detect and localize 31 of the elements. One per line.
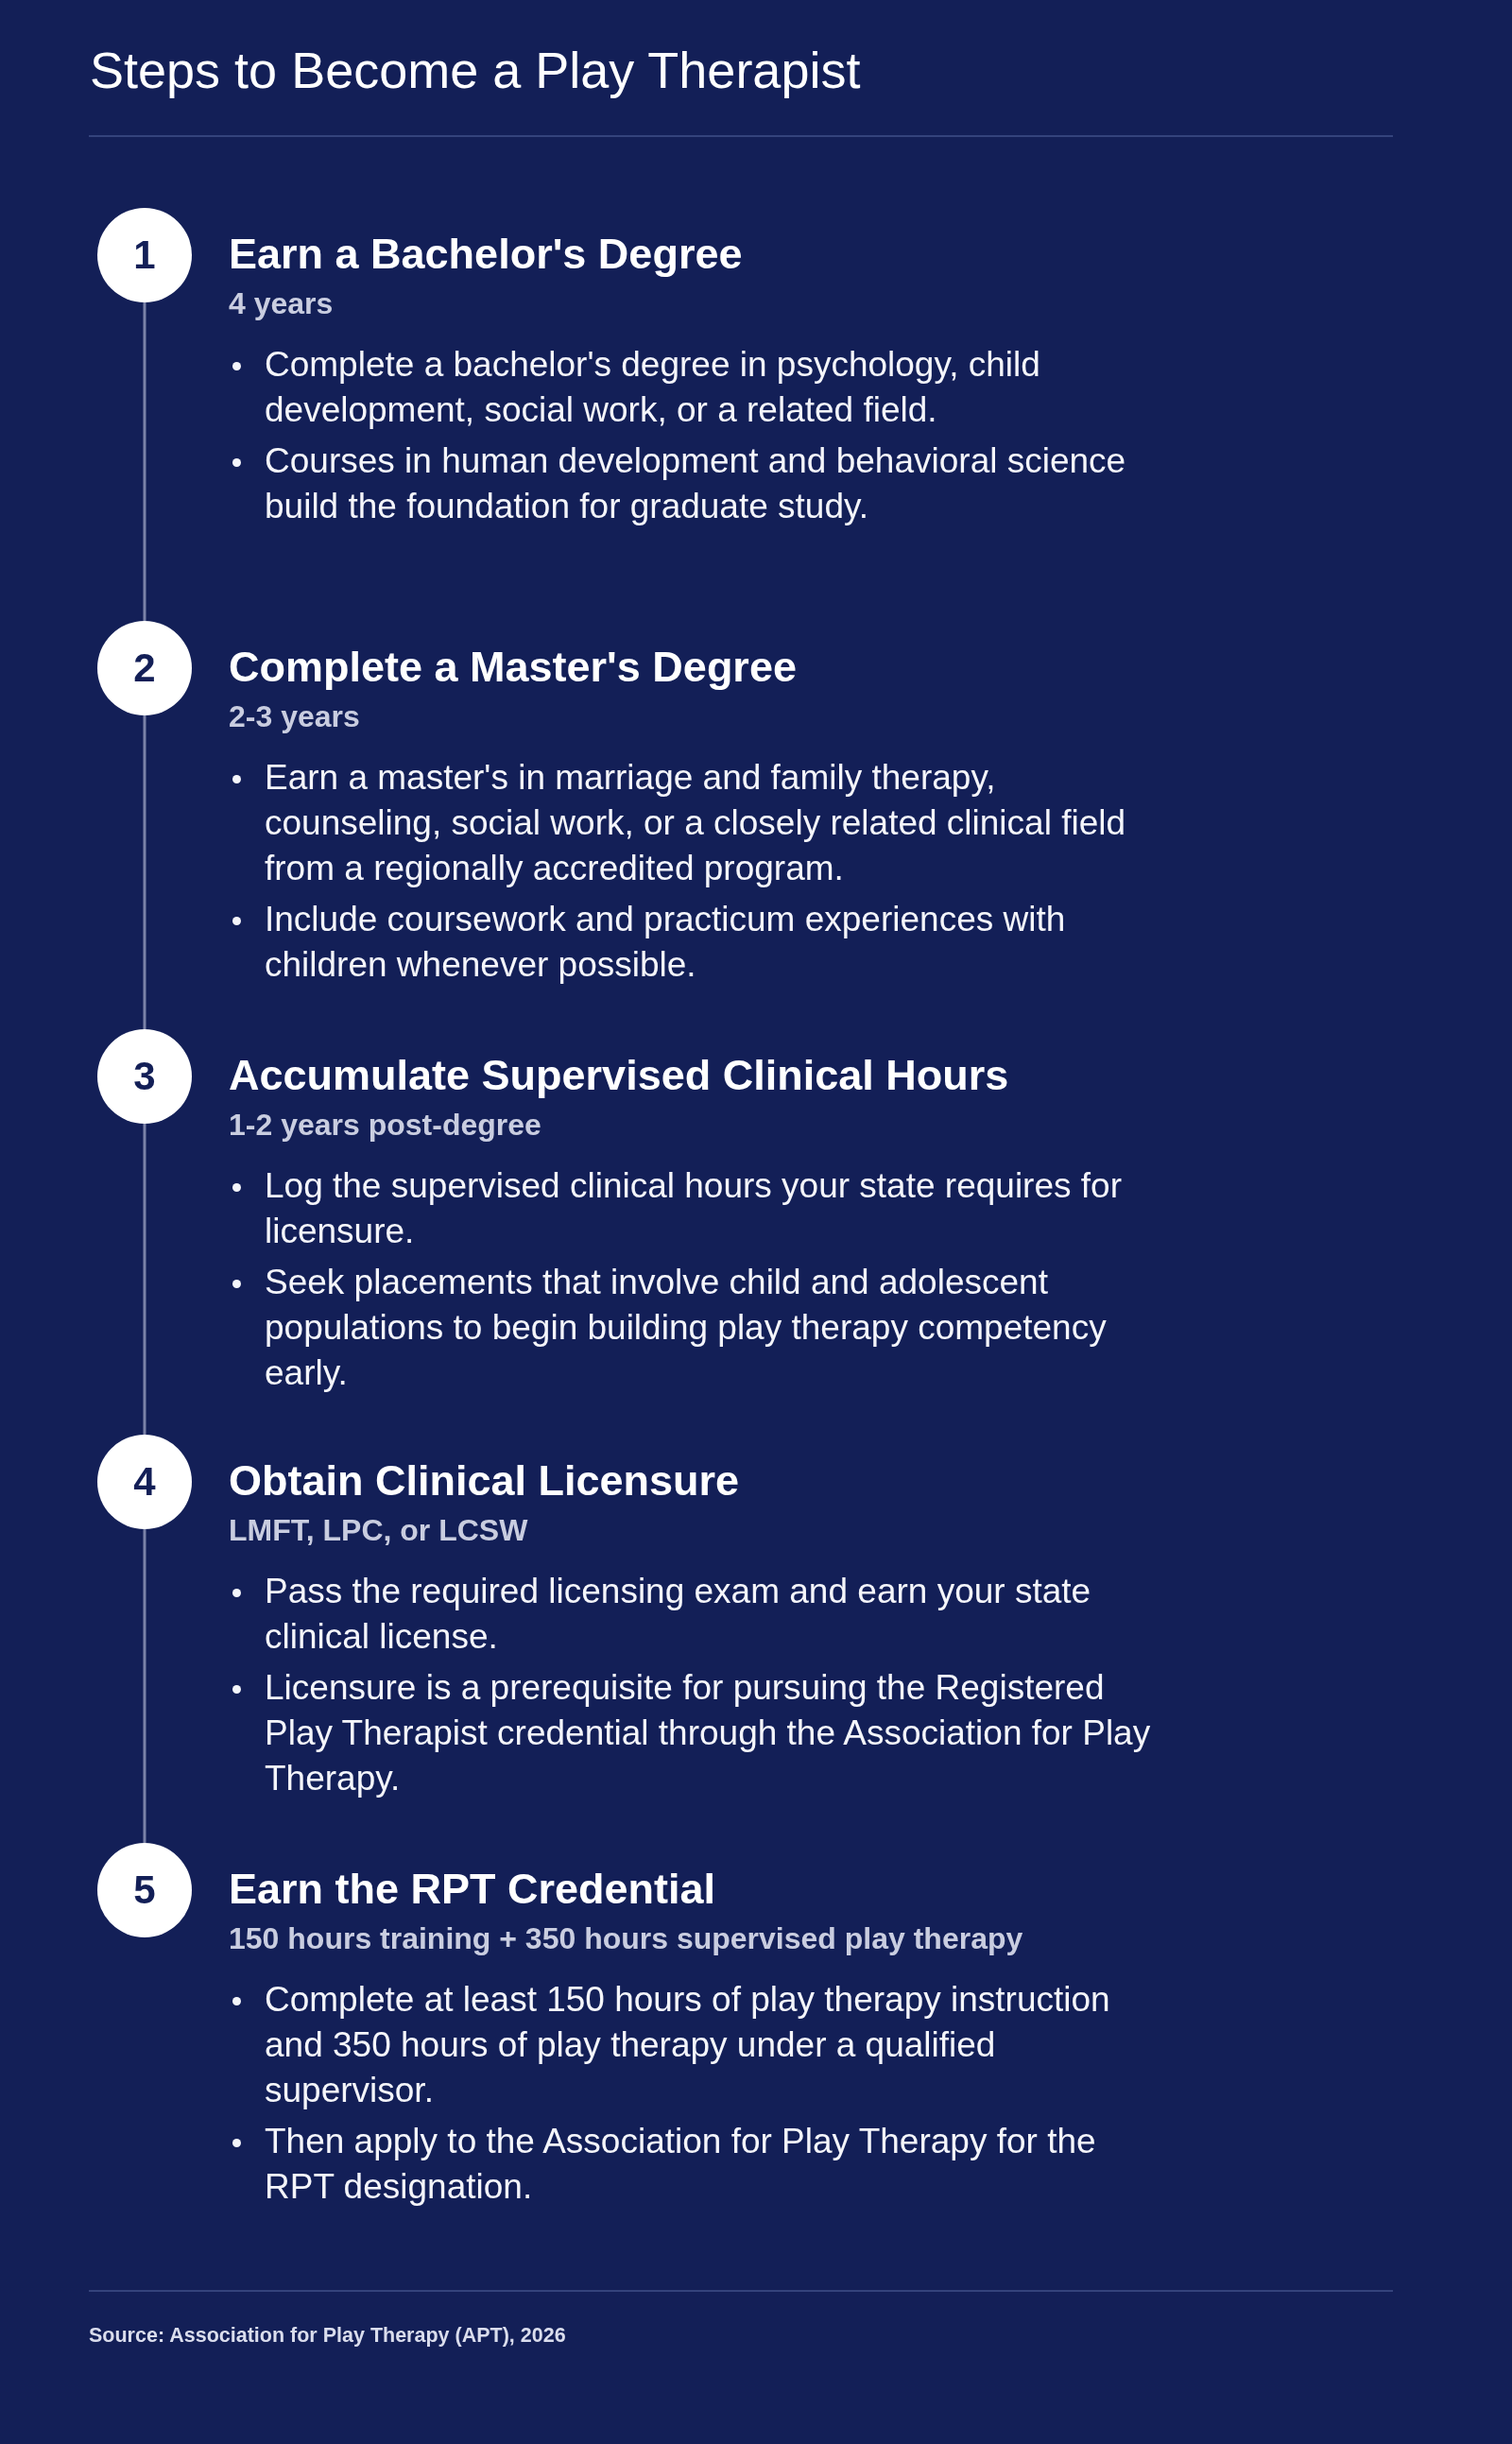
source-note: Source: Association for Play Therapy (APT), 2026 [89,2323,566,2348]
step-heading: Earn a Bachelor's Degree [229,229,743,280]
step-number: 2 [97,621,192,715]
bullet-text: Complete at least 150 hours of play therapy instruction and 350 hours of play therapy under a qualified supervisor. [265,1979,1111,2111]
bullet-text: Earn a master's in marriage and family therapy, counseling, social work, or a closely related clinical field from a regionally accredited program. [265,757,1127,889]
connector-line [143,1529,146,1843]
connector-line [143,1124,146,1435]
step-heading: Earn the RPT Credential [229,1864,716,1915]
bullet-text: Seek placements that involve child and adolescent populations to begin building play therapy competency early. [265,1262,1108,1394]
page-title: Steps to Become a Play Therapist [90,41,861,100]
step-duration: 4 years [229,285,334,321]
bullet-text: Pass the required licensing exam and earn your state clinical license. [265,1571,1092,1658]
bullet-text: Courses in human development and behavioral science build the foundation for graduate study. [265,440,1127,527]
step-heading: Accumulate Supervised Clinical Hours [229,1050,1009,1101]
step-number: 5 [97,1843,192,1937]
step-duration: LMFT, LPC, or LCSW [229,1512,528,1548]
step-duration: 1-2 years post-degree [229,1107,541,1143]
step-heading: Obtain Clinical Licensure [229,1455,740,1506]
bullet-text: Include coursework and practicum experiences with children whenever possible. [265,899,1067,986]
step-number: 4 [97,1435,192,1529]
bullet-text: Licensure is a prerequisite for pursuing the Registered Play Therapist credential through the Association for Play Therapy. [265,1667,1152,1799]
bullet-text: Complete a bachelor's degree in psychology, child development, social work, or a related field. [265,344,1041,431]
connector-line [143,302,146,621]
step-duration: 2-3 years [229,698,360,734]
connector-line [143,715,146,1029]
bullet-text: Log the supervised clinical hours your state requires for licensure. [265,1165,1123,1252]
step-duration: 150 hours training + 350 hours supervised play therapy [229,1920,1023,1956]
step-number: 3 [97,1029,192,1124]
step-heading: Complete a Master's Degree [229,642,797,693]
bullet-text: Then apply to the Association for Play Therapy for the RPT designation. [265,2121,1097,2208]
step-number: 1 [97,208,192,302]
